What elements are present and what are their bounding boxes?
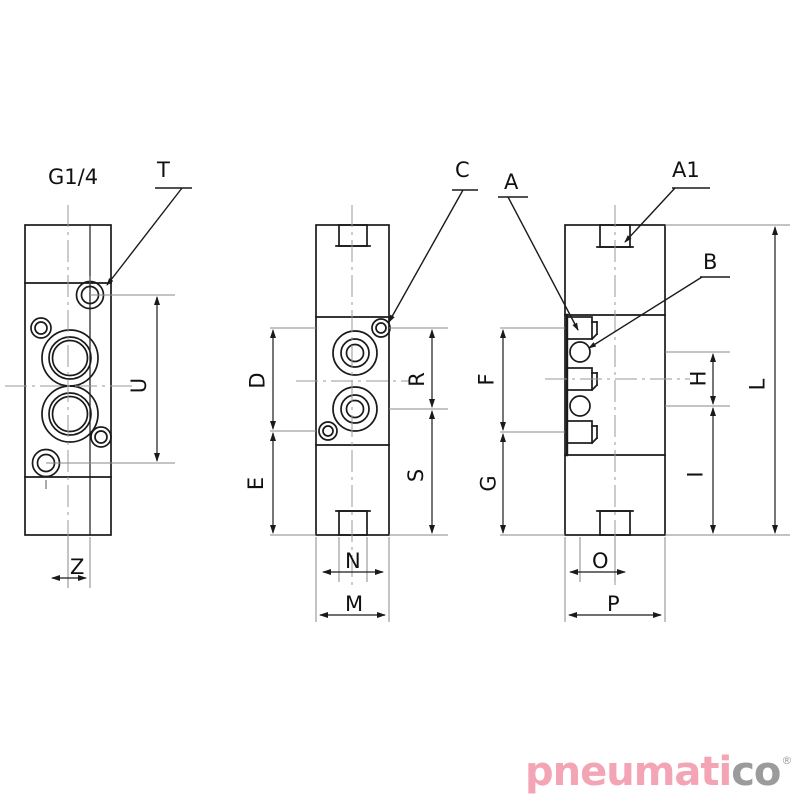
dimension-label-U: U [127, 377, 152, 394]
side-view-port-small-lower [318, 421, 338, 441]
dimension-lines-horizontal [51, 569, 662, 618]
rear-view-hole-lower [569, 395, 591, 417]
construction-ticks [45, 276, 91, 489]
side-view-port-small-upper [371, 318, 391, 338]
dimension-label-D: D [245, 372, 270, 389]
logo-text-secondary: co [731, 749, 781, 795]
dimension-label-H: H [686, 370, 711, 387]
dimension-label-G: G [476, 475, 501, 492]
dimension-label-R: R [404, 372, 429, 387]
dimension-label-S: S [404, 468, 429, 483]
dimension-label-O: O [592, 549, 609, 573]
label-T: T [157, 158, 170, 182]
label-B: B [703, 250, 718, 274]
dimension-label-L: L [745, 378, 770, 391]
front-view-port-right-lower [90, 426, 112, 448]
dimension-label-P: P [607, 592, 620, 616]
dimension-label-M: M [345, 592, 364, 616]
label-A1: A1 [672, 158, 700, 182]
side-view-bottom-boss [335, 510, 371, 536]
side-view-top-boss [335, 224, 371, 247]
dimension-label-Z: Z [70, 555, 85, 579]
dimension-label-F: F [474, 373, 499, 386]
leader-lines [106, 187, 730, 349]
rear-view-lug-1 [566, 316, 599, 341]
dimension-lines [154, 226, 778, 534]
label-A: A [504, 170, 519, 194]
logo-text-primary: pneumati [525, 749, 732, 795]
label-thread-g14: G1/4 [48, 165, 99, 189]
label-C: C [455, 158, 470, 182]
rear-view-hole-upper [569, 341, 591, 363]
center-lines [5, 205, 690, 585]
logo-registered-mark: ® [781, 754, 793, 767]
dimension-label-N: N [345, 549, 361, 573]
front-view-port-left-upper [30, 317, 52, 339]
side-view-main-port-1 [332, 330, 378, 376]
dimension-label-E: E [244, 476, 269, 491]
dimension-label-I: I [683, 471, 708, 478]
rear-view-lug-3 [566, 420, 599, 445]
side-view-main-port-2 [332, 386, 378, 432]
